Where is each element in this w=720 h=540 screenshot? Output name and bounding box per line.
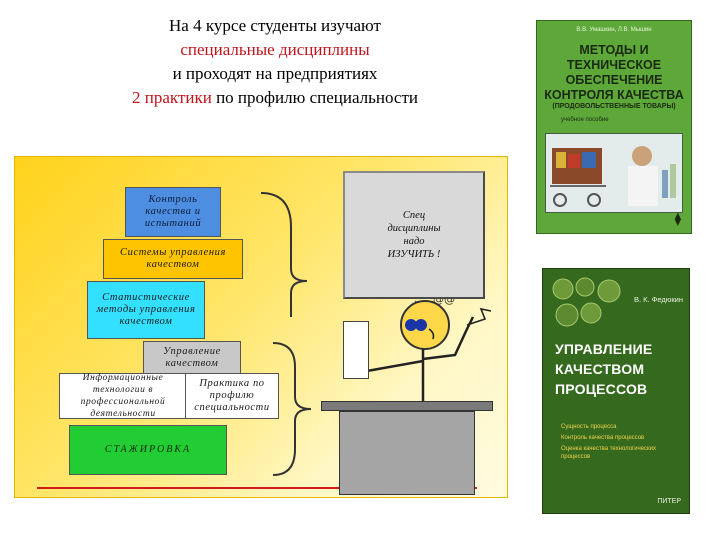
book2-author: В. К. Федюкин <box>633 295 683 304</box>
book2-toc-2: Контроль качества процессов <box>561 435 645 441</box>
block-statistical-methods: Статистические методы управления качеств… <box>87 281 205 339</box>
book2-toc-3: Оценка качества технологических процессо… <box>561 446 657 460</box>
book-cover-process-quality: В. К. Федюкин УПРАВЛЕНИЕ КАЧЕСТВОМ ПРОЦЕ… <box>542 268 690 514</box>
slide-heading: На 4 курсе студенты изучают специальные … <box>40 14 510 110</box>
book2-contents: Сущность процесса Контроль качества проц… <box>561 423 671 464</box>
desk-top <box>321 401 493 411</box>
block-internship: СТАЖИРОВКА <box>69 425 227 475</box>
book1-publisher-logo: ⧫ <box>674 211 681 226</box>
upper-brace <box>260 192 308 317</box>
block-specialty-practice: Практика по профилю специальности <box>185 373 279 419</box>
figure-mouth <box>428 328 435 340</box>
book1-photo-drawing <box>546 134 682 212</box>
block-quality-systems: Системы управления качеством <box>103 239 243 279</box>
speech-bubble: Спец дисциплины надо ИЗУЧИТЬ ! <box>343 171 485 299</box>
heading-line-4-rest: по профилю специальности <box>211 88 418 107</box>
heading-line-1: На 4 курсе студенты изучают <box>169 16 381 35</box>
heading-line-4: 2 практики по профилю специальности <box>40 86 510 110</box>
book1-photo <box>545 133 683 213</box>
figure-eye-right <box>415 319 427 331</box>
block-information-technology: Информационные технологии в профессионал… <box>59 373 187 419</box>
paper-sheet <box>343 321 369 379</box>
book2-publisher: ПИТЕР <box>657 498 681 505</box>
bubble-line-2: дисциплины <box>387 223 441 234</box>
red-underline <box>37 487 477 489</box>
lower-brace <box>272 342 312 476</box>
book2-title: УПРАВЛЕНИЕ КАЧЕСТВОМ ПРОЦЕССОВ <box>555 341 653 397</box>
curriculum-illustration: @@ Контроль качества и испытаний Системы… <box>14 156 508 498</box>
book-cover-control-methods: В.В. Умашкин, Л.В. Мышин МЕТОДЫ И ТЕХНИЧ… <box>536 20 692 234</box>
book2-icons <box>552 277 621 327</box>
bubble-line-1: Спец <box>402 210 426 221</box>
desk <box>339 411 475 495</box>
figure-arm-left <box>366 359 424 373</box>
heading-line-4-red: 2 практики <box>132 88 212 107</box>
block-quality-management: Управление качеством <box>143 341 241 375</box>
book2-toc-1: Сущность процесса <box>561 424 617 430</box>
book1-kind: учебное пособие <box>561 117 609 123</box>
block-quality-control: Контроль качества и испытаний <box>125 187 221 237</box>
bubble-line-4: ИЗУЧИТЬ ! <box>387 249 441 260</box>
heading-line-3: и проходят на предприятиях <box>172 64 378 83</box>
figure-arm-right <box>422 316 475 361</box>
bubble-line-3: надо <box>403 236 425 247</box>
book1-title: МЕТОДЫ И ТЕХНИЧЕСКОЕ ОБЕСПЕЧЕНИЕ КОНТРОЛ… <box>544 43 684 102</box>
book1-subtitle: (ПРОДОВОЛЬСТВЕННЫЕ ТОВАРЫ) <box>552 103 676 110</box>
figure-hand <box>466 307 492 326</box>
book1-authors: В.В. Умашкин, Л.В. Мышин <box>576 27 652 33</box>
heading-line-2: специальные дисциплины <box>180 40 370 59</box>
figure-eye-left <box>405 319 417 331</box>
